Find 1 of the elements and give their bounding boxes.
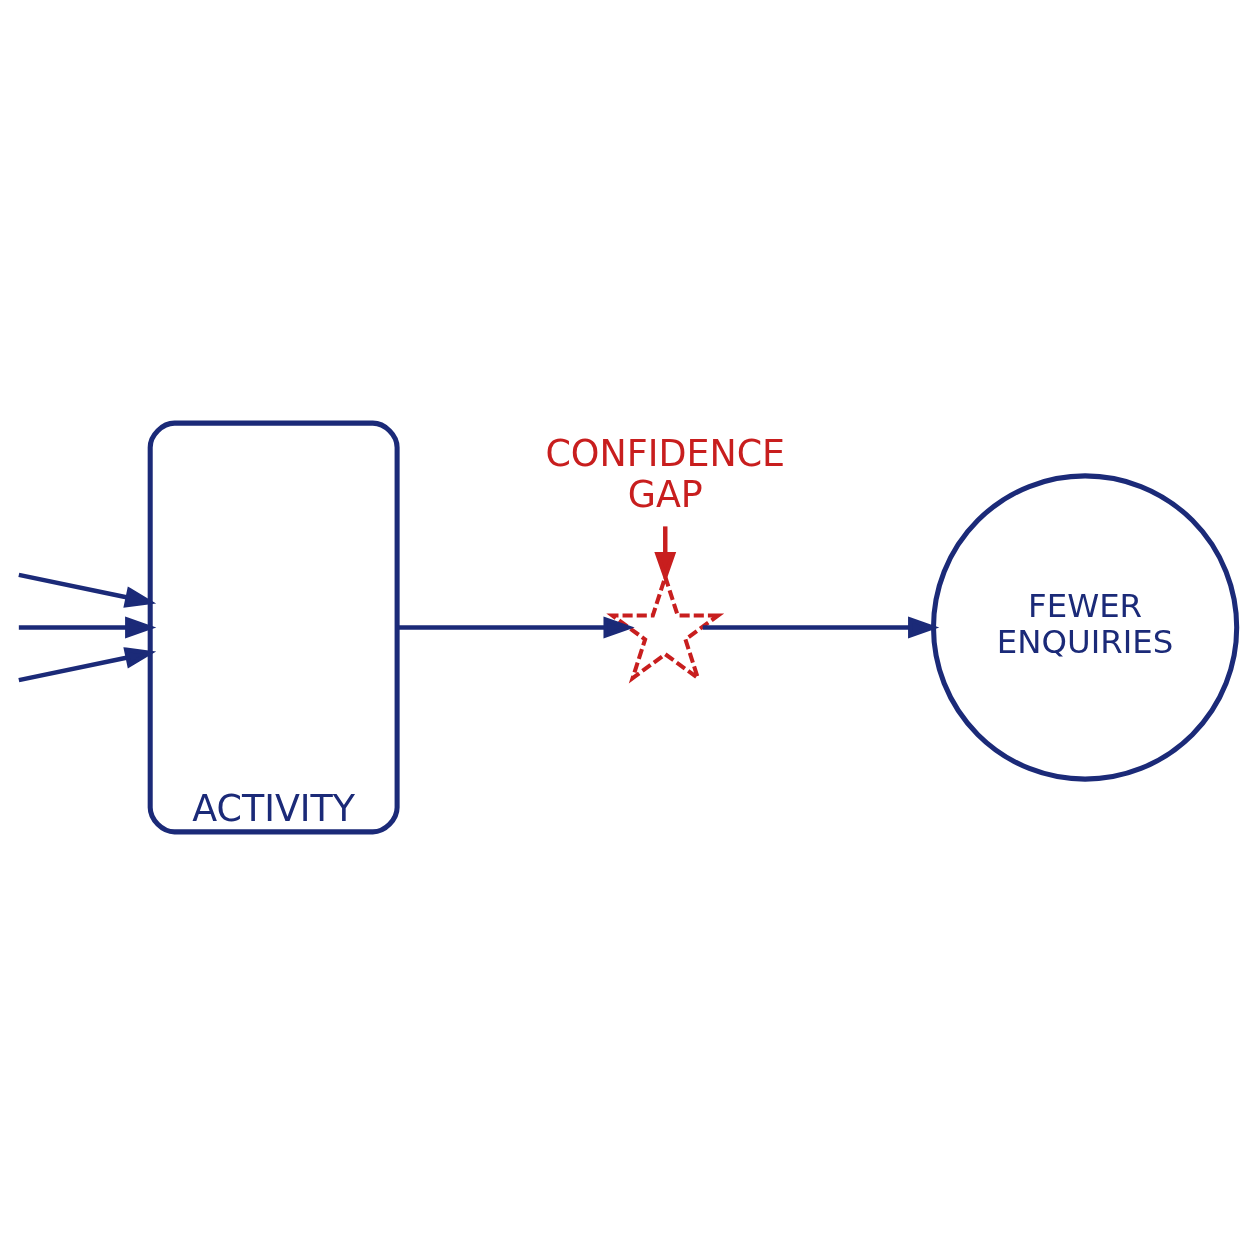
node-text: CONFIDENCE GAP (545, 431, 786, 516)
